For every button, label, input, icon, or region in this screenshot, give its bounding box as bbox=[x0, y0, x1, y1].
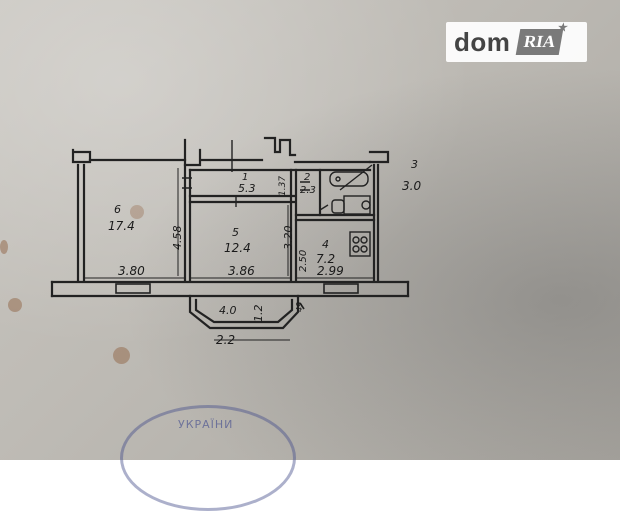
dimension-label: 3.80 bbox=[118, 264, 145, 278]
room-area: 3.0 bbox=[402, 179, 421, 193]
room-area: 5.3 bbox=[238, 182, 256, 195]
stain bbox=[130, 205, 144, 219]
room-area: 17.4 bbox=[108, 219, 135, 233]
stain bbox=[8, 298, 22, 312]
dimension-label: 4.58 bbox=[171, 226, 184, 251]
dimension-label: 1.37 bbox=[278, 176, 288, 196]
room-number: 2 bbox=[304, 172, 310, 183]
dimension-label: 3.86 bbox=[228, 264, 255, 278]
stamp-text: УКРАЇНИ bbox=[178, 418, 234, 431]
dimension-label: 2.2 bbox=[216, 333, 235, 347]
room-area: 7.2 bbox=[316, 252, 335, 266]
dimension-label: 2.99 bbox=[317, 264, 344, 278]
room-number: 6 bbox=[114, 203, 121, 216]
floor-plan: 6 17.4 5 12.4 4 7.2 1 5.3 2 2.3 3 3.0 3.… bbox=[50, 136, 421, 347]
dimension-label: 2.50 bbox=[298, 250, 309, 272]
room-area: 12.4 bbox=[224, 241, 251, 255]
star-icon: ★ bbox=[557, 22, 570, 34]
logo-dom-text: dom bbox=[454, 26, 511, 57]
room-number: 4 bbox=[322, 238, 329, 251]
room-number: 3 bbox=[411, 158, 418, 171]
paper-background bbox=[0, 0, 620, 460]
room-number: 5 bbox=[232, 226, 239, 239]
dimension-label: 1.2 bbox=[252, 305, 265, 323]
dimension-label: 49 bbox=[295, 302, 304, 312]
logo-ria-badge: RIA ★ bbox=[516, 22, 569, 55]
dimension-label: 4.0 bbox=[219, 304, 237, 317]
room-number: 1 bbox=[242, 172, 248, 183]
dom-ria-logo[interactable]: dom RIA ★ bbox=[446, 22, 587, 62]
dimension-label: 3.20 bbox=[282, 226, 295, 251]
room-area: 2.3 bbox=[300, 185, 316, 196]
stain bbox=[113, 347, 130, 364]
logo-ria-text: RIA bbox=[522, 32, 558, 51]
stain bbox=[0, 240, 8, 254]
